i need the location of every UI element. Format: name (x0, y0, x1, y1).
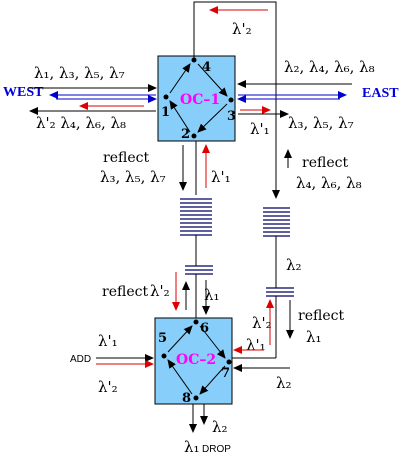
oc1-arrow-2-1 (169, 100, 191, 133)
east-out-wavelengths: λ₃, λ₅, λ₇ (288, 114, 354, 132)
reflect-lam1-label: λ₁ (306, 328, 322, 346)
east-label: EAST (362, 86, 399, 101)
right-prime1-label: λ'₁ (246, 336, 266, 354)
drop-lam2-label: λ₂ (212, 418, 228, 436)
oc1-arrow-4-3 (197, 63, 228, 97)
oc1-arrow-3-2 (197, 103, 228, 133)
port-7-label: 7 (221, 366, 230, 381)
add-prime1-label: λ'₁ (98, 332, 118, 350)
port-5-dot (161, 353, 167, 359)
reflect-label-right: reflect (302, 155, 348, 171)
port-1-dot (163, 94, 169, 100)
oc2-arrow-8-5 (167, 359, 193, 395)
port-1-label: 1 (161, 105, 170, 120)
oc2-arrow-7-8 (199, 365, 226, 395)
port-4-dot (191, 57, 197, 63)
oc2-arrow-5-6 (167, 325, 193, 353)
west-label: WEST (3, 85, 44, 100)
port-3-label: 3 (227, 109, 236, 124)
reflect-label-mid: reflect (102, 284, 148, 300)
center-prime2-label: λ'₂ (150, 282, 170, 300)
west-in-wavelengths: λ₁, λ₃, λ₅, λ₇ (34, 64, 125, 82)
oc2-label: OC–2 (176, 352, 216, 368)
fbg-upper-right (263, 207, 290, 237)
center-lam1-label: λ₁ (204, 286, 220, 304)
fbg-upper-center (180, 198, 212, 236)
reflect-label-lower-right: reflect (298, 308, 344, 324)
top-prime2-label: λ'₂ (232, 20, 252, 38)
port-7-dot (226, 359, 232, 365)
east-in-wavelengths: λ₂, λ₄, λ₆, λ₈ (284, 58, 375, 76)
east-prime1-label: λ'₁ (250, 120, 270, 138)
fbg-lower-right (266, 287, 294, 297)
west-out-wavelengths: λ'₂ λ₄, λ₆, λ₈ (36, 114, 126, 132)
add-label: ADD (70, 354, 91, 365)
add-prime2-label: λ'₂ (98, 378, 118, 396)
fbg-lower-center (185, 265, 213, 275)
reflect-label-left: reflect (103, 150, 149, 166)
drop-label: DROP (202, 444, 231, 455)
reflect-even-wavelengths: λ₄, λ₆, λ₈ (296, 174, 362, 192)
port-8-label: 8 (182, 391, 191, 406)
port-4-label: 4 (202, 60, 211, 75)
port-2-label: 2 (181, 127, 190, 142)
port-5-label: 5 (158, 331, 167, 346)
right-lam2-label: λ₂ (286, 256, 302, 274)
top-loop-line (193, 1, 277, 194)
right-prime2-label: λ'₂ (252, 314, 272, 332)
port-6-dot (193, 319, 199, 325)
port-3-dot (228, 97, 234, 103)
oc2-arrow-6-7 (199, 325, 226, 359)
drop-lam1-label: λ₁ (184, 438, 200, 456)
oc1-arrow-1-4 (169, 63, 191, 94)
oc1-box (157, 55, 236, 142)
center-prime1-label: λ'₁ (211, 168, 231, 186)
port-8-dot (193, 395, 199, 401)
oc1-label: OC–1 (180, 92, 220, 108)
port7-lam2-label: λ₂ (276, 374, 292, 392)
port-2-dot (191, 133, 197, 139)
port-6-label: 6 (200, 321, 209, 336)
reflect-odd-wavelengths: λ₃, λ₅, λ₇ (100, 168, 166, 186)
